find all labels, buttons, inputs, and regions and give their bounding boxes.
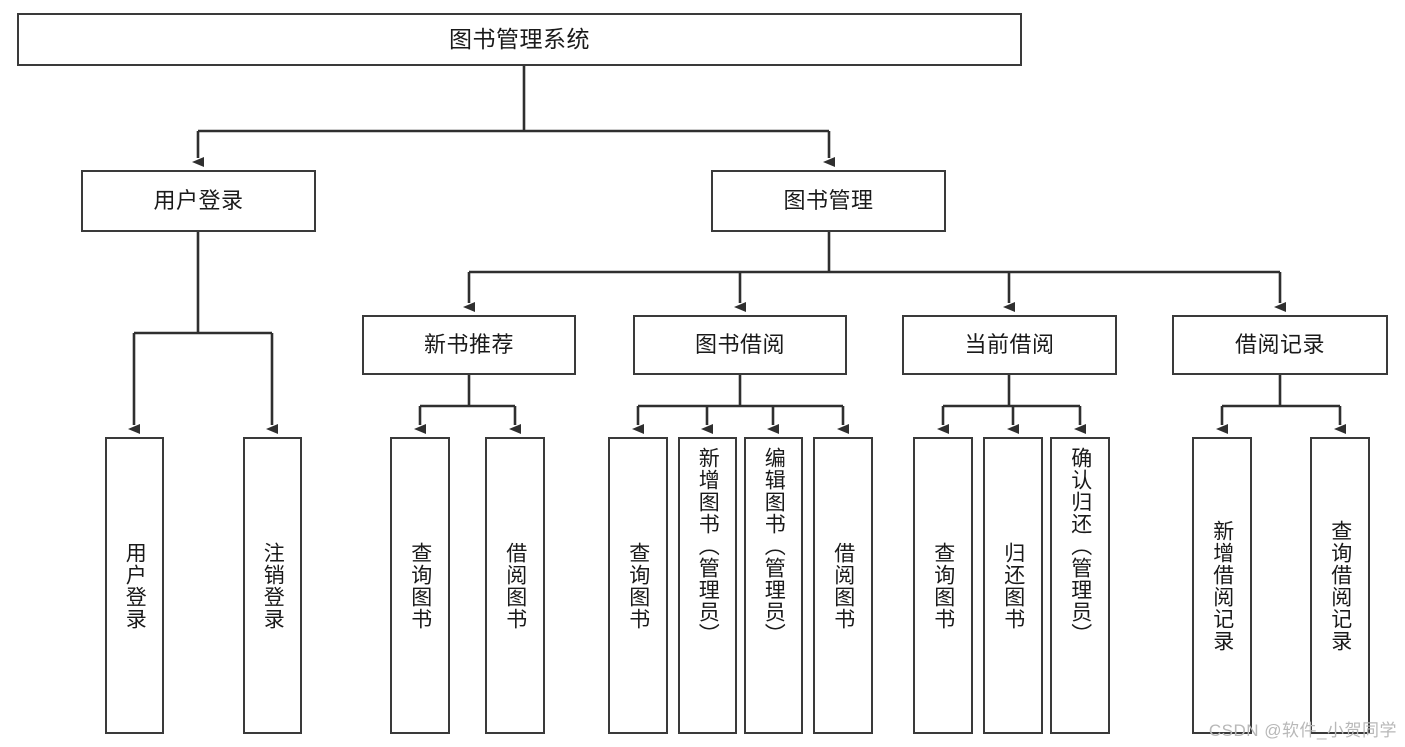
node-borrow-record-label: 借阅记录 [1234, 331, 1325, 357]
node-user-login-label: 用户登录 [153, 187, 244, 213]
node-leaf-add-record[interactable]: 新增借阅记录 [1192, 437, 1252, 734]
node-leaf-user-login-label: 用户登录 [123, 541, 147, 630]
node-leaf-return-book-label: 归还图书 [1001, 541, 1025, 630]
node-leaf-edit-book[interactable]: 编辑图书（管理员） [744, 437, 803, 734]
watermark-text: CSDN @软件_小贺同学 [1208, 721, 1397, 740]
node-leaf-confirm-return-label: 确认归还（管理员） [1068, 447, 1092, 645]
node-book-manage[interactable]: 图书管理 [711, 170, 946, 232]
node-leaf-add-book[interactable]: 新增图书（管理员） [678, 437, 737, 734]
node-current-borrow-label: 当前借阅 [964, 331, 1055, 357]
node-leaf-add-book-label: 新增图书（管理员） [696, 447, 720, 645]
node-book-borrow-label: 图书借阅 [694, 331, 785, 357]
node-leaf-confirm-return[interactable]: 确认归还（管理员） [1050, 437, 1110, 734]
node-leaf-query-book-2[interactable]: 查询图书 [608, 437, 668, 734]
node-leaf-borrow-book-1[interactable]: 借阅图书 [485, 437, 545, 734]
node-leaf-borrow-book-2-label: 借阅图书 [831, 541, 855, 630]
node-leaf-query-book-1[interactable]: 查询图书 [390, 437, 450, 734]
node-book-borrow[interactable]: 图书借阅 [633, 315, 847, 375]
node-book-manage-label: 图书管理 [783, 187, 874, 213]
node-user-login[interactable]: 用户登录 [81, 170, 316, 232]
node-new-book-rec-label: 新书推荐 [423, 331, 514, 357]
node-root[interactable]: 图书管理系统 [17, 13, 1022, 66]
node-leaf-add-record-label: 新增借阅记录 [1210, 519, 1234, 652]
node-root-label: 图书管理系统 [449, 25, 590, 52]
node-leaf-query-book-3[interactable]: 查询图书 [913, 437, 973, 734]
node-leaf-query-record-label: 查询借阅记录 [1328, 519, 1352, 652]
node-leaf-user-logout-label: 注销登录 [261, 541, 285, 630]
node-leaf-borrow-book-2[interactable]: 借阅图书 [813, 437, 873, 734]
node-current-borrow[interactable]: 当前借阅 [902, 315, 1117, 375]
node-leaf-borrow-book-1-label: 借阅图书 [503, 541, 527, 630]
node-leaf-user-login[interactable]: 用户登录 [105, 437, 164, 734]
node-leaf-query-record[interactable]: 查询借阅记录 [1310, 437, 1370, 734]
node-leaf-user-logout[interactable]: 注销登录 [243, 437, 302, 734]
node-leaf-query-book-3-label: 查询图书 [931, 541, 955, 630]
node-leaf-return-book[interactable]: 归还图书 [983, 437, 1043, 734]
node-borrow-record[interactable]: 借阅记录 [1172, 315, 1388, 375]
node-leaf-edit-book-label: 编辑图书（管理员） [762, 447, 786, 645]
node-new-book-rec[interactable]: 新书推荐 [362, 315, 576, 375]
node-leaf-query-book-1-label: 查询图书 [408, 541, 432, 630]
node-leaf-query-book-2-label: 查询图书 [626, 541, 650, 630]
